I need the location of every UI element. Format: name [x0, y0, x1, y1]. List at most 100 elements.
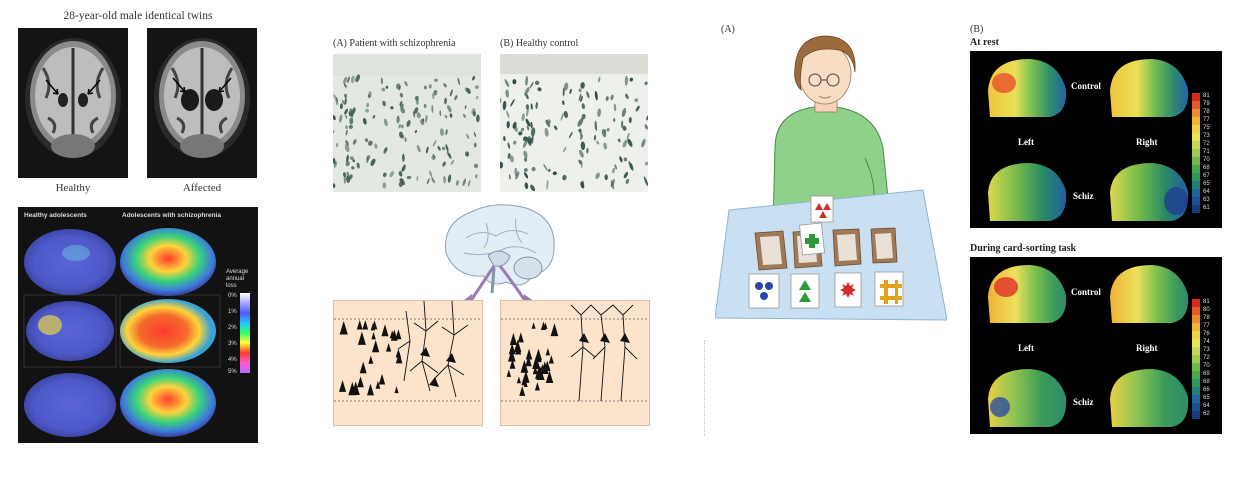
card-sorting-title: During card-sorting task [970, 243, 1077, 254]
neuron-cell [504, 79, 510, 88]
cell-triangle [508, 343, 516, 355]
cell-triangle [550, 323, 559, 337]
pet-scale-tick: 64 [1203, 189, 1210, 195]
neuron-cell [527, 136, 532, 143]
cell-triangle [519, 386, 526, 396]
cell-triangle [359, 361, 367, 374]
neuron-cell [362, 117, 367, 125]
neuron-cell [628, 116, 632, 124]
pet-task-control-label: Control [1071, 287, 1101, 297]
neuron-cell [546, 179, 549, 190]
neuron-cell [593, 134, 597, 141]
card-sorting-illustration [714, 28, 948, 328]
neuron-cell [466, 87, 471, 94]
neuron-cell [545, 119, 551, 128]
pet-scale-tick: 70 [1203, 363, 1210, 369]
neuron-cell [604, 174, 608, 181]
pet-scale-swatch [1192, 181, 1200, 189]
pet-scale-tick: 72 [1203, 141, 1210, 147]
pet-scale-tick: 65 [1203, 181, 1210, 187]
neuron-cell [441, 146, 446, 151]
neuron-cell [445, 144, 449, 152]
neuron-cell [524, 86, 530, 96]
cell-triangle [521, 376, 527, 386]
neuron-cell [437, 145, 441, 151]
neuron-cell [445, 129, 448, 136]
neuron-cell [578, 93, 582, 102]
neuron-cell [625, 93, 629, 100]
neuron-cell [402, 153, 405, 162]
neuron-cell [431, 104, 434, 113]
pet-scale-tick: 63 [1203, 197, 1210, 203]
cell-triangle [372, 340, 380, 353]
mri-affected [147, 28, 257, 178]
pet-rest-left-label: Left [1018, 137, 1034, 147]
neuron-cell [621, 120, 624, 128]
neuron-cell [462, 178, 467, 187]
neuron-cell [579, 134, 584, 140]
pet-scale-tick: 71 [1203, 149, 1210, 155]
neuron-cell [396, 115, 400, 124]
neuron-cell [537, 87, 542, 92]
neuron-cell [625, 178, 630, 184]
neuron-cell [400, 106, 405, 114]
legend-title-line: loss [226, 283, 237, 289]
twins-title: 28-year-old male identical twins [63, 10, 213, 22]
neuron-cell [512, 79, 517, 85]
neuron-cell [586, 91, 590, 99]
neuron-cell [349, 117, 354, 125]
pet-scale-tick: 65 [1203, 395, 1210, 401]
neuron-cell [524, 168, 528, 172]
cell-triangle [509, 359, 516, 369]
neuron-cell [603, 128, 607, 134]
neuron-cell [634, 98, 639, 102]
neuron-cell [525, 118, 531, 127]
neuron-cell [611, 167, 616, 174]
neuron-cell [562, 174, 567, 181]
pet-scale-tick: 78 [1203, 315, 1210, 321]
cell-triangle [509, 332, 517, 345]
cell-triangle [395, 329, 402, 340]
neuron-cell [434, 78, 439, 83]
neuron-cell [382, 182, 387, 189]
cell-triangle [520, 359, 529, 373]
neuron-cell [416, 112, 421, 119]
legend-tick: 4% [228, 357, 237, 363]
neuron-cell [422, 118, 425, 123]
pet-scale-swatch [1192, 157, 1200, 165]
neuron-cell [335, 97, 339, 106]
neuron-cell [614, 164, 617, 170]
pet-scale-tick: 75 [1203, 125, 1210, 131]
cell-triangle [536, 365, 543, 376]
cell-triangle [548, 355, 554, 364]
neuron-cell [473, 132, 477, 138]
neuron-cell [423, 85, 427, 90]
cell-triangle [535, 348, 542, 361]
pet-scale-tick: 62 [1203, 411, 1210, 417]
neuron-cell [595, 172, 600, 179]
neuron-cell [399, 92, 404, 98]
at-rest-title: At rest [970, 37, 999, 48]
legend-tick: 2% [228, 325, 237, 331]
neuron-cell [406, 120, 411, 127]
neuron-cell [569, 88, 572, 94]
neuron-cell [605, 96, 609, 101]
neuron-cell [475, 174, 478, 179]
neuron-cell [416, 176, 419, 181]
neuron-cell [333, 130, 335, 134]
neuron-cell [350, 75, 355, 84]
neuron-diagram-patient [333, 300, 483, 426]
histology-control [500, 54, 648, 192]
neuron-cell [349, 156, 354, 160]
neuron-cell [534, 80, 540, 85]
neuron-cell [581, 103, 585, 110]
neuron-cell [383, 147, 388, 154]
neuron-cell [552, 171, 557, 176]
cell-triangle [540, 363, 545, 371]
neuron-cell [581, 113, 586, 120]
neuron-cell [471, 108, 476, 115]
legend-title: Average annual loss [226, 269, 248, 290]
legend-title-line: annual [226, 276, 245, 282]
neuron-cell [553, 125, 558, 131]
